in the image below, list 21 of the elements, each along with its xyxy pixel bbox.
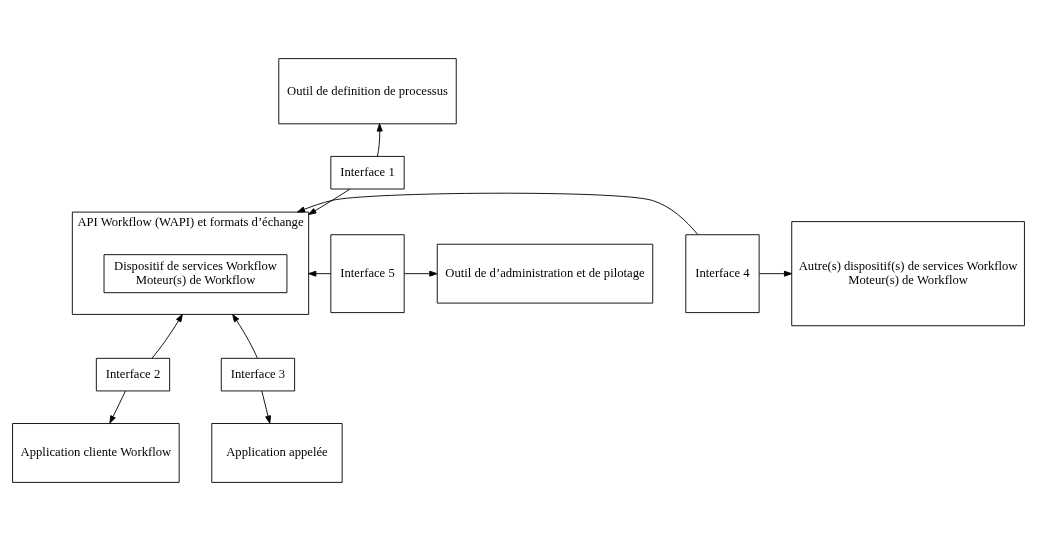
node-box: Interface 1 [330,155,405,190]
node-box: Interface 3 [220,357,296,392]
arrow [376,123,383,157]
arrow [403,270,438,277]
arrow [232,313,258,359]
arrow [151,313,183,359]
node-box: Interface 5 [330,234,405,314]
node-box: Interface 4 [685,234,760,314]
arrow [308,188,351,215]
node-box: Interface 2 [95,357,171,392]
arrow [261,390,271,424]
node-box: Application appelée [211,423,343,483]
node-box: Outil de definition de processus [278,58,457,125]
node-box: Autre(s) dispositif(s) de services Workflow Moteur(s) de Workflow [791,221,1025,327]
node-box: Application cliente Workflow [12,423,180,483]
node-box: Outil de d’administration et de pilotage [436,243,654,304]
arrow [758,270,793,277]
arrow [308,270,332,277]
node-box: Dispositif de services Workflow Moteur(s) de Workflow [103,254,288,294]
arrow [109,390,126,424]
arrow [296,192,699,235]
